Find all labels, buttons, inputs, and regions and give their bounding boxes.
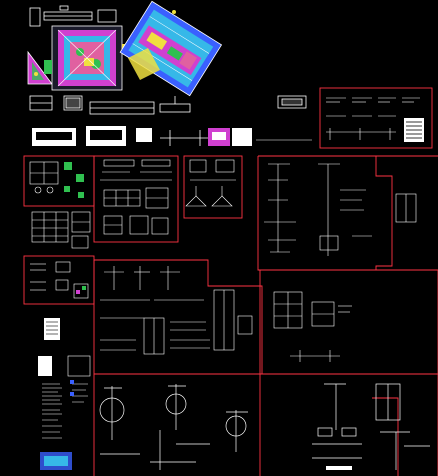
central-site-plan [44,25,128,91]
triangular-site-plan [27,50,53,85]
elevations-row-2[interactable] [32,126,312,146]
sheet-frame-small-detail[interactable] [183,155,243,219]
sheet-frame-right-middle[interactable] [259,269,438,375]
sheet-frame-details-center[interactable] [93,155,179,243]
site-plan-group[interactable] [27,0,223,97]
sheet-frame-right-column[interactable] [257,155,438,271]
elevations-row-1[interactable] [29,95,307,115]
rotated-site-plan [119,0,223,97]
key-plan [29,5,117,27]
sheet-frame-bottom-right[interactable] [260,373,438,476]
north-arrow-marker [172,10,176,14]
sheet-frame-top-right[interactable] [319,87,433,149]
site-plan-accent [128,48,160,80]
general-notes-column[interactable] [38,318,91,470]
